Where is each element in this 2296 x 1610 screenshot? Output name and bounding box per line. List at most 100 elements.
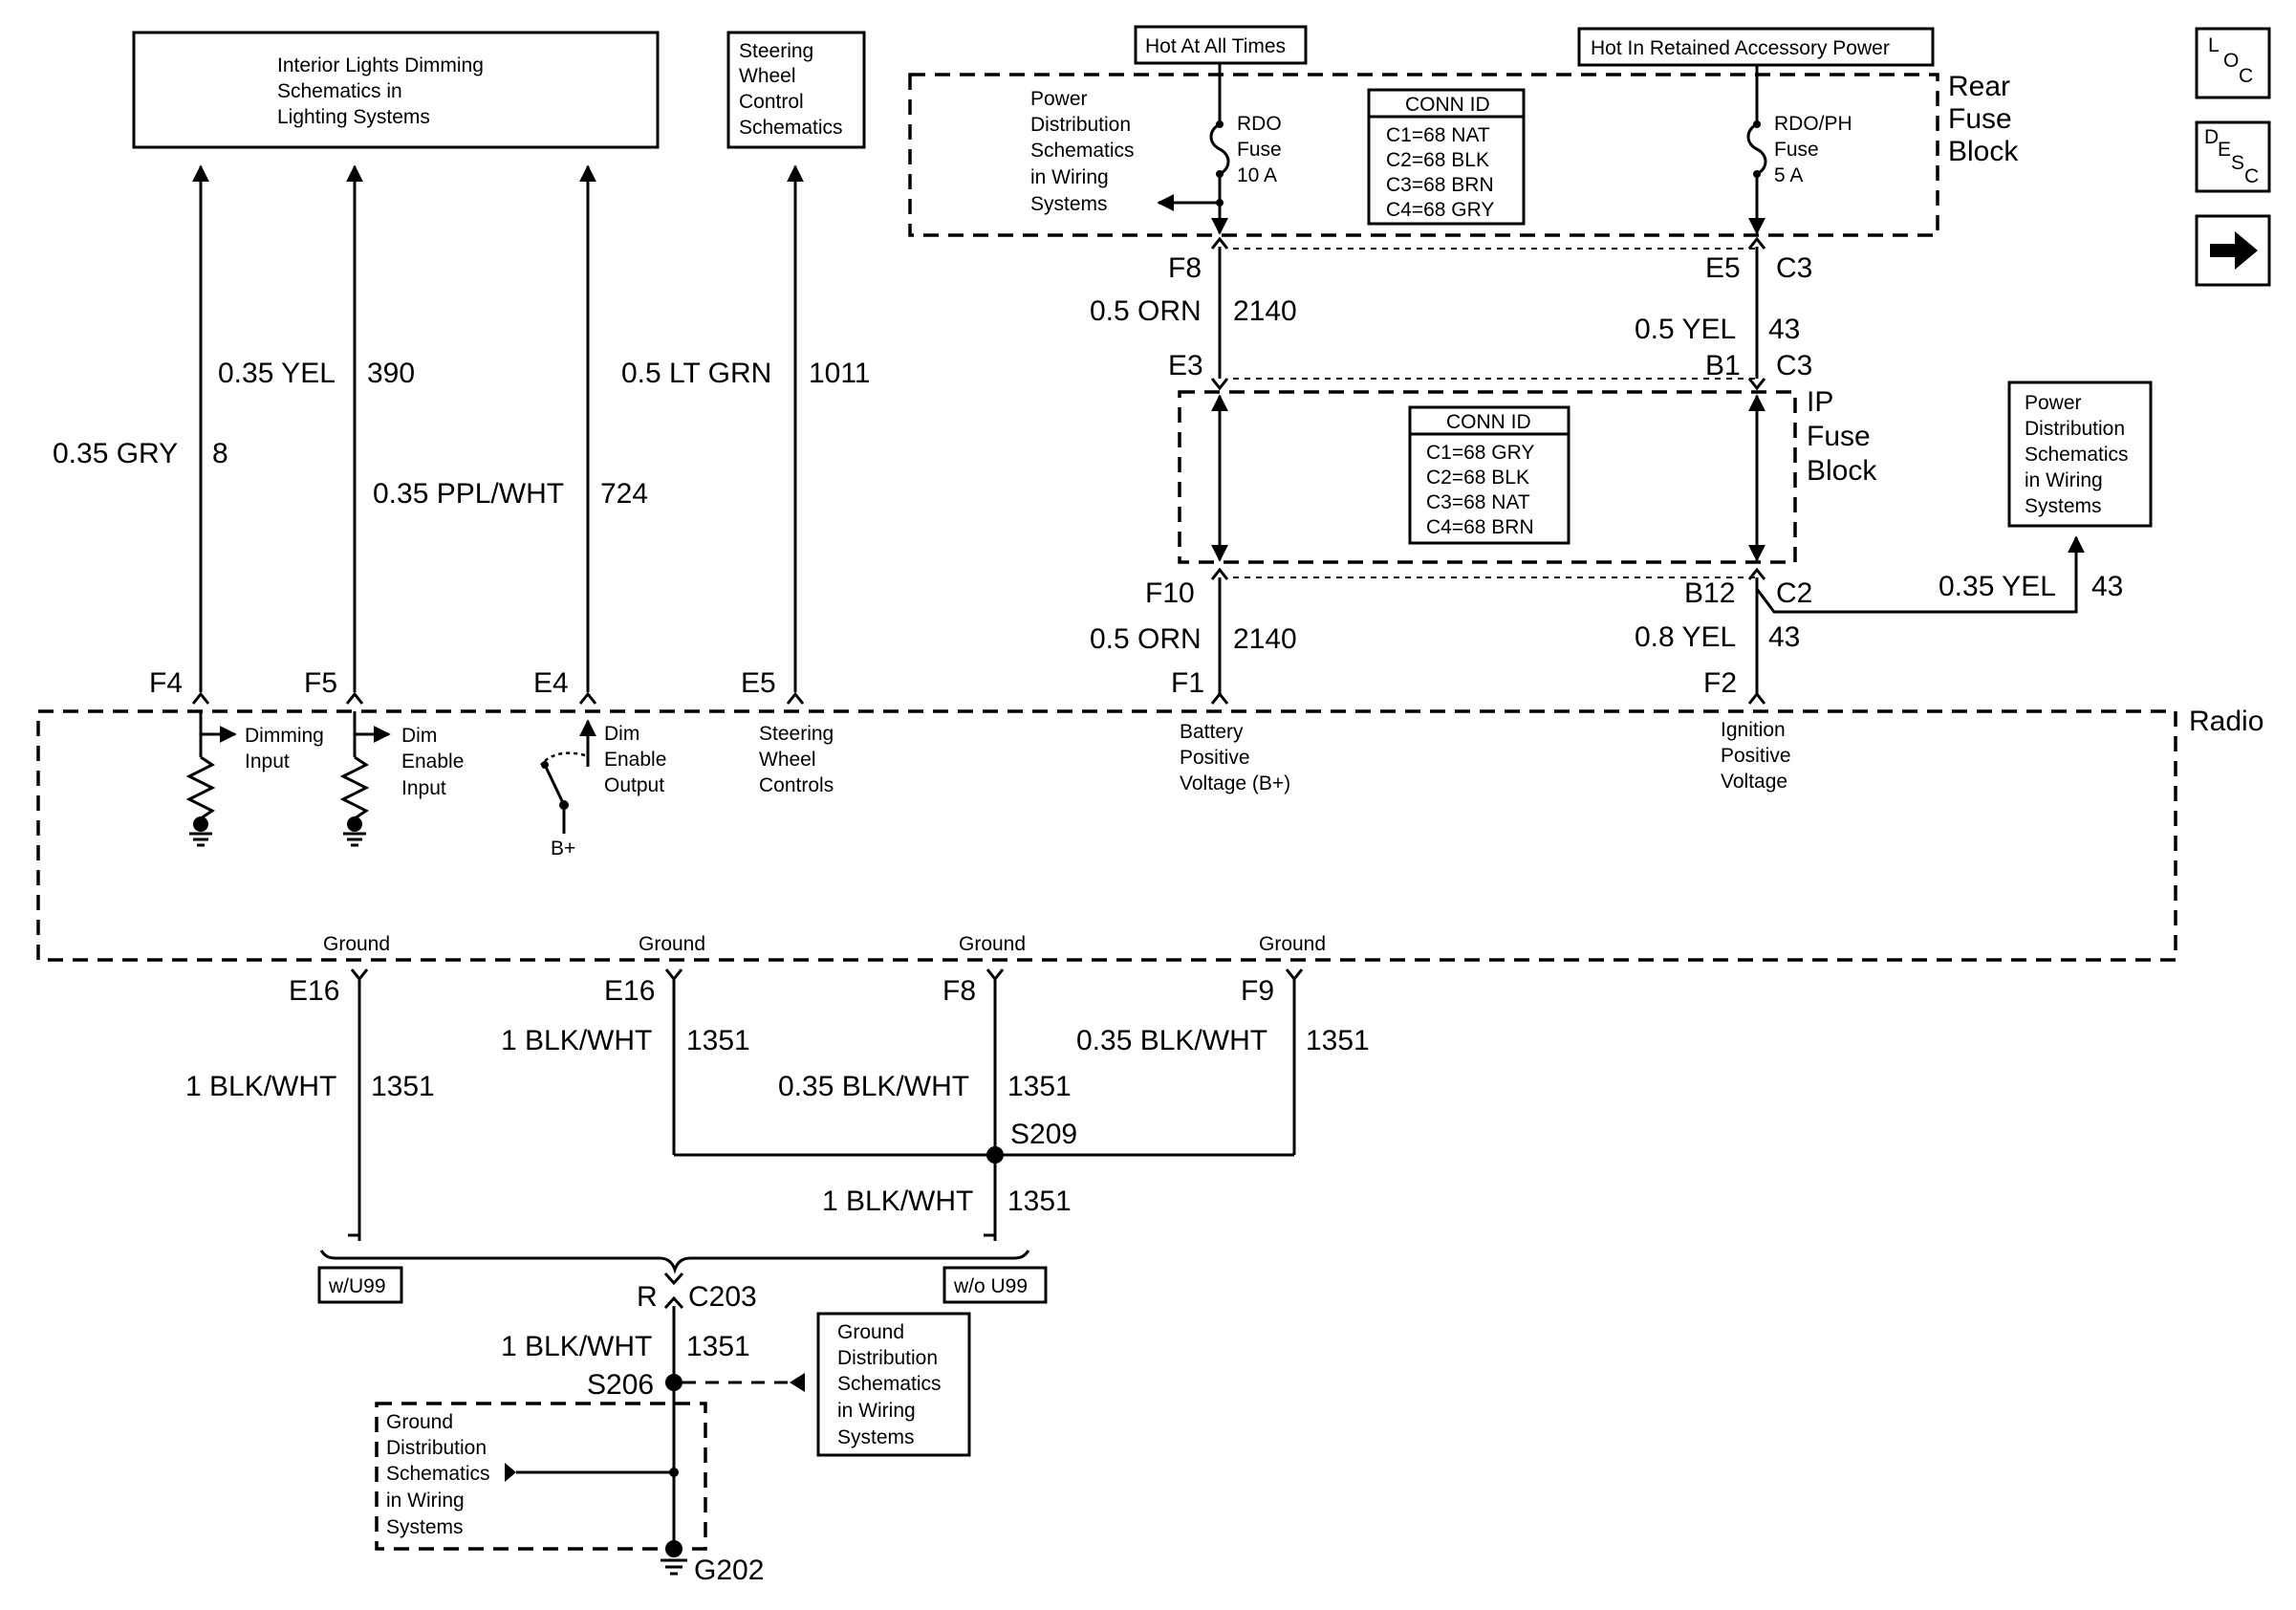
svg-text:0.5 YEL: 0.5 YEL <box>1635 314 1736 345</box>
hot-at-all-times-label: Hot At All Times <box>1134 25 1308 65</box>
svg-text:Steering: Steering <box>759 723 834 745</box>
interior-lights-box[interactable]: Interior Lights Dimming Schematics in Li… <box>132 31 660 149</box>
wire-ppl-wht-724: 0.35 PPL/WHT 724 <box>373 164 648 692</box>
svg-text:Controls: Controls <box>759 774 834 796</box>
wire-ground-e16-left: E16 1 BLK/WHT 1351 <box>185 975 435 1235</box>
svg-text:S: S <box>2231 152 2244 174</box>
ignition-positive-label: Ignition Positive Voltage <box>1721 719 1791 793</box>
right-arrow-icon <box>2210 231 2258 270</box>
svg-text:Schematics: Schematics <box>386 1463 490 1485</box>
pin-f4: F4 <box>149 667 183 699</box>
pin-e16-left: E16 <box>289 975 339 1007</box>
svg-text:1351: 1351 <box>686 1331 750 1362</box>
svg-text:Radio: Radio <box>2189 706 2264 737</box>
wire-yel-43-bottom: B12 C2 0.8 YEL 43 <box>1635 567 1812 694</box>
wire-ground-f9: F9 0.35 BLK/WHT 1351 <box>1076 975 1370 1155</box>
loc-button[interactable]: L O C <box>2195 27 2271 99</box>
pin-e3: E3 <box>1168 350 1203 381</box>
ip-fuse-block: IP Fuse Block <box>1178 386 1877 564</box>
svg-text:S206: S206 <box>587 1369 654 1401</box>
pin-f8-top: F8 <box>1168 252 1202 284</box>
power-distribution-rear-text[interactable]: Power Distribution Schematics in Wiring … <box>1030 88 1224 215</box>
svg-text:Power: Power <box>2025 392 2082 414</box>
svg-text:Dim: Dim <box>401 725 437 747</box>
svg-text:Hot In Retained Accessory Powe: Hot In Retained Accessory Power <box>1591 37 1890 59</box>
svg-text:Steering: Steering <box>739 40 813 62</box>
ground-label-3: Ground <box>959 933 1026 955</box>
svg-text:CONN ID: CONN ID <box>1446 411 1531 433</box>
pin-f5: F5 <box>304 667 337 699</box>
svg-text:L: L <box>2208 34 2220 56</box>
svg-text:O: O <box>2223 50 2239 72</box>
ground-distribution-right-box[interactable]: Ground Distribution Schematics in Wiring… <box>816 1312 971 1457</box>
ground-distribution-left-box[interactable]: Ground Distribution Schematics in Wiring… <box>375 1402 707 1551</box>
svg-text:in Wiring: in Wiring <box>2025 469 2103 491</box>
wire-yel-390: 0.35 YEL 390 <box>218 164 415 692</box>
svg-text:Interior Lights Dimming: Interior Lights Dimming <box>277 54 484 76</box>
svg-text:Distribution: Distribution <box>2025 418 2125 440</box>
pin-b1: B1 <box>1705 350 1741 381</box>
svg-text:Ignition: Ignition <box>1721 719 1786 741</box>
svg-text:Schematics: Schematics <box>2025 444 2129 466</box>
wire-lt-grn-1011: 0.5 LT GRN 1011 <box>621 164 871 692</box>
svg-text:0.35 YEL: 0.35 YEL <box>1939 571 2056 602</box>
svg-text:Schematics: Schematics <box>1030 140 1135 162</box>
steering-wheel-control-box[interactable]: Steering Wheel Control Schematics <box>726 31 866 149</box>
svg-text:43: 43 <box>1768 314 1800 345</box>
option-bracket <box>319 1233 1030 1274</box>
svg-text:G202: G202 <box>694 1555 764 1586</box>
svg-text:390: 390 <box>367 358 415 389</box>
svg-text:Schematics in: Schematics in <box>277 80 402 102</box>
pin-c203: C203 <box>688 1281 757 1313</box>
svg-text:2140: 2140 <box>1233 623 1297 655</box>
svg-text:43: 43 <box>1768 621 1800 653</box>
svg-text:1351: 1351 <box>1007 1071 1072 1102</box>
desc-button[interactable]: D E S C <box>2195 120 2271 193</box>
svg-text:in Wiring: in Wiring <box>837 1400 916 1422</box>
svg-text:0.35 GRY: 0.35 GRY <box>53 438 178 469</box>
svg-text:Output: Output <box>604 774 664 796</box>
rdo-ph-fuse: RDO/PH Fuse 5 A <box>1746 75 1852 235</box>
svg-text:in Wiring: in Wiring <box>386 1490 465 1512</box>
svg-text:B+: B+ <box>551 838 575 859</box>
svg-text:1 BLK/WHT: 1 BLK/WHT <box>501 1331 652 1362</box>
svg-text:Distribution: Distribution <box>386 1437 487 1459</box>
radio-module: Radio <box>36 706 2264 962</box>
svg-text:1 BLK/WHT: 1 BLK/WHT <box>501 1025 652 1056</box>
next-arrow-button[interactable] <box>2195 214 2271 287</box>
svg-text:Systems: Systems <box>837 1426 915 1448</box>
svg-text:43: 43 <box>2091 571 2123 602</box>
svg-text:w/o U99: w/o U99 <box>953 1275 1028 1297</box>
pin-f9: F9 <box>1241 975 1274 1007</box>
svg-text:0.5 ORN: 0.5 ORN <box>1090 623 1202 655</box>
svg-text:0.35 PPL/WHT: 0.35 PPL/WHT <box>373 478 564 510</box>
w-u99-label: w/U99 <box>317 1266 403 1304</box>
svg-text:C4=68 BRN: C4=68 BRN <box>1426 516 1534 538</box>
svg-text:Systems: Systems <box>386 1516 464 1538</box>
svg-text:Schematics: Schematics <box>739 117 843 139</box>
power-distribution-right-box[interactable]: Power Distribution Schematics in Wiring … <box>2007 381 2153 528</box>
svg-text:C2=68 BLK: C2=68 BLK <box>1426 467 1529 489</box>
dimming-input-circuit: Dimming Input <box>185 711 324 847</box>
pin-f2: F2 <box>1703 667 1737 699</box>
svg-text:Fuse: Fuse <box>1237 139 1282 161</box>
svg-text:724: 724 <box>600 478 648 510</box>
svg-text:D: D <box>2204 126 2219 148</box>
svg-text:C: C <box>2244 165 2259 187</box>
svg-text:1 BLK/WHT: 1 BLK/WHT <box>822 1186 973 1217</box>
svg-text:Enable: Enable <box>401 751 464 772</box>
svg-text:1 BLK/WHT: 1 BLK/WHT <box>185 1071 336 1102</box>
pin-c2: C2 <box>1776 577 1812 609</box>
svg-text:C1=68 GRY: C1=68 GRY <box>1426 442 1534 464</box>
pin-f10: F10 <box>1145 577 1195 609</box>
pin-e4: E4 <box>533 667 569 699</box>
pin-c3-b1: C3 <box>1776 350 1812 381</box>
rear-fuse-block: Rear Fuse Block <box>908 71 2019 237</box>
svg-text:Input: Input <box>245 751 290 772</box>
svg-text:0.35 BLK/WHT: 0.35 BLK/WHT <box>1076 1025 1267 1056</box>
svg-text:Dim: Dim <box>604 723 639 745</box>
svg-text:Systems: Systems <box>1030 193 1108 215</box>
pin-f1: F1 <box>1171 667 1204 699</box>
svg-text:RDO: RDO <box>1237 113 1282 135</box>
svg-text:IP: IP <box>1807 386 1833 418</box>
